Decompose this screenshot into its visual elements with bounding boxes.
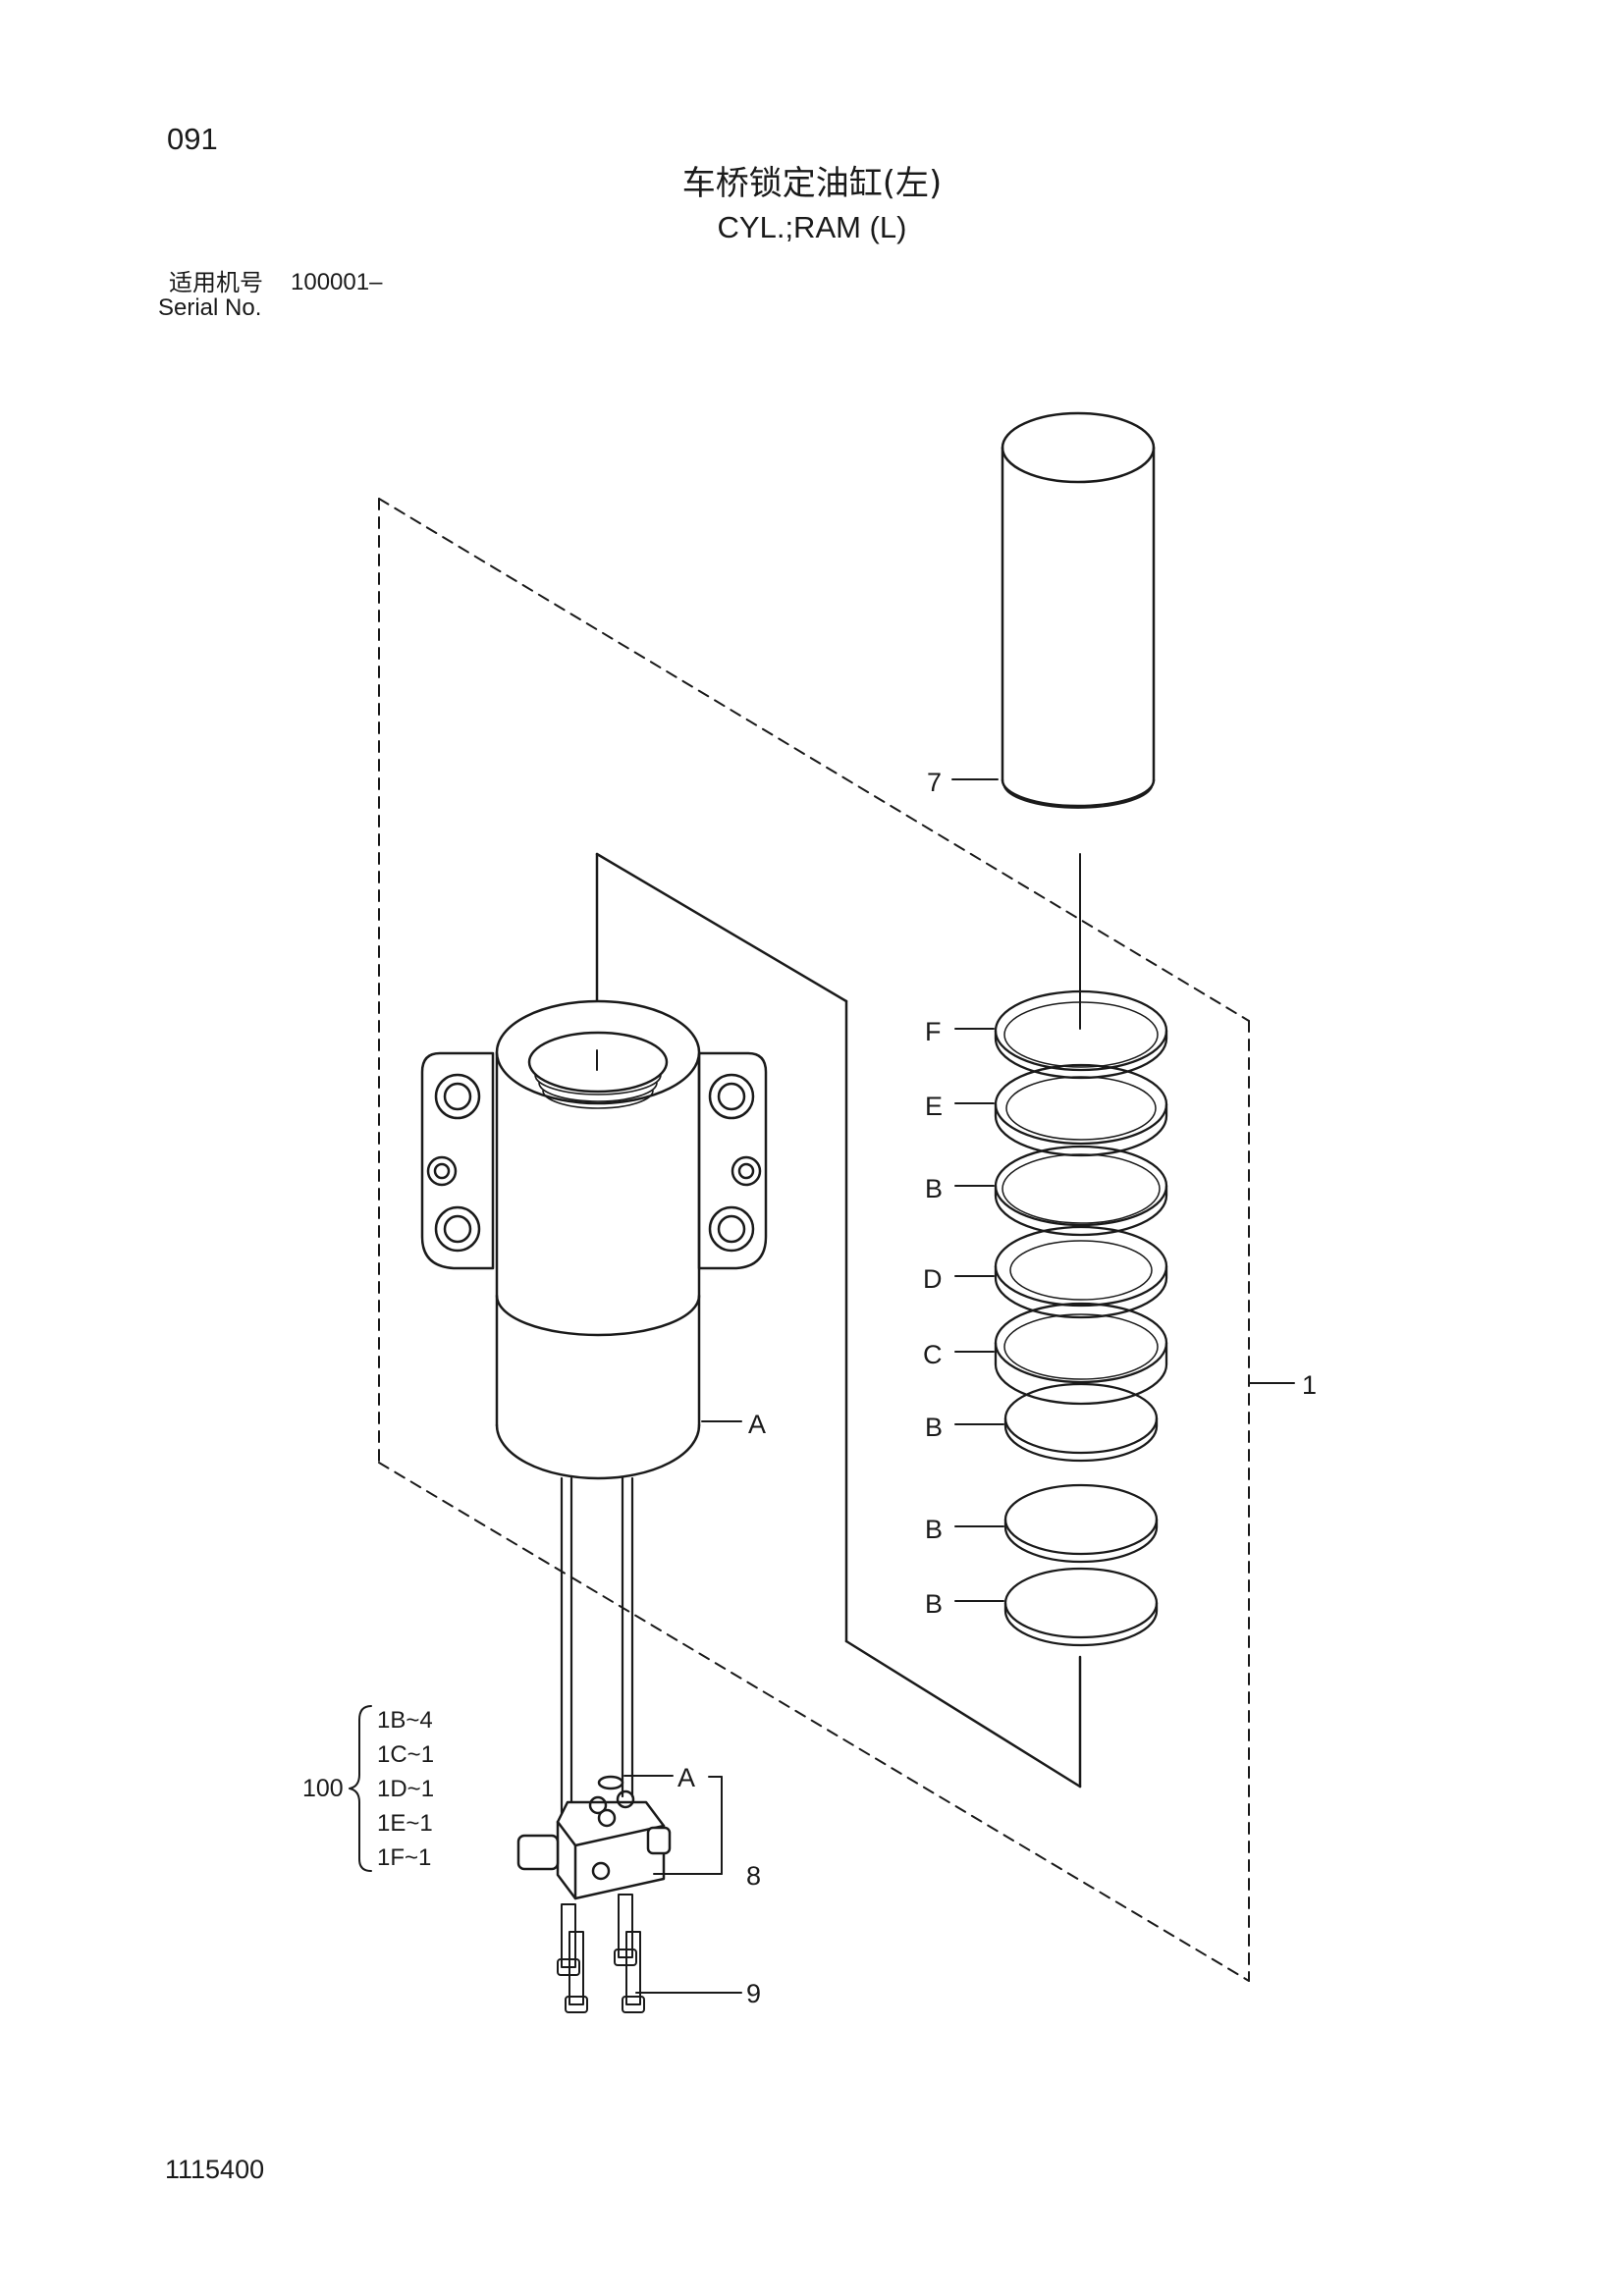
kit-item: 1F~1 bbox=[377, 1844, 431, 1871]
kit-brace bbox=[349, 1705, 372, 1872]
inner-bracket-lines bbox=[595, 852, 1082, 1789]
callout-ring-f: F bbox=[925, 1017, 942, 1046]
serial-range: 100001– bbox=[291, 269, 383, 295]
leader-lines bbox=[623, 778, 1295, 1994]
seal-rings bbox=[994, 989, 1168, 1647]
callout-labels: 7 F E B D C B B B A 1 A 8 9 100 1B~4 1C~… bbox=[302, 768, 1317, 2008]
callout-ring-b3: B bbox=[925, 1515, 943, 1544]
callout-part-7: 7 bbox=[927, 768, 942, 797]
title-chinese: 车桥锁定油缸(左) bbox=[681, 164, 943, 203]
callout-part-9: 9 bbox=[746, 1979, 761, 2008]
kit-item: 1C~1 bbox=[377, 1741, 434, 1768]
callout-ring-b1: B bbox=[925, 1174, 943, 1203]
callout-ring-b2: B bbox=[925, 1413, 943, 1442]
kit-item: 1B~4 bbox=[377, 1707, 433, 1734]
serial-label-english: Serial No. bbox=[158, 294, 262, 321]
cylinder-body bbox=[420, 999, 768, 1480]
bolts-part-9 bbox=[557, 1894, 645, 2013]
callout-rod-a: A bbox=[677, 1763, 695, 1792]
callout-ring-b4: B bbox=[925, 1589, 943, 1619]
kit-item: 1D~1 bbox=[377, 1776, 434, 1802]
title-english: CYL.;RAM (L) bbox=[717, 210, 907, 244]
callout-part-1: 1 bbox=[1302, 1370, 1317, 1400]
assembly-boundary-dashed bbox=[378, 498, 1250, 1982]
callout-part-8: 8 bbox=[746, 1861, 761, 1891]
kit-number: 100 bbox=[302, 1775, 344, 1802]
mounting-block-part-8 bbox=[516, 1775, 672, 1900]
kit-item: 1E~1 bbox=[377, 1810, 433, 1837]
page-number: 091 bbox=[167, 122, 218, 156]
callout-body-a: A bbox=[748, 1410, 766, 1439]
callout-ring-e: E bbox=[925, 1092, 943, 1121]
rod-cylinder-part-7 bbox=[1001, 411, 1156, 1030]
drawing-code: 1115400 bbox=[165, 2155, 265, 2184]
guide-rods bbox=[560, 1476, 634, 1824]
serial-label-chinese: 适用机号 bbox=[169, 269, 263, 296]
callout-ring-d: D bbox=[923, 1264, 943, 1294]
callout-ring-c: C bbox=[923, 1340, 943, 1369]
